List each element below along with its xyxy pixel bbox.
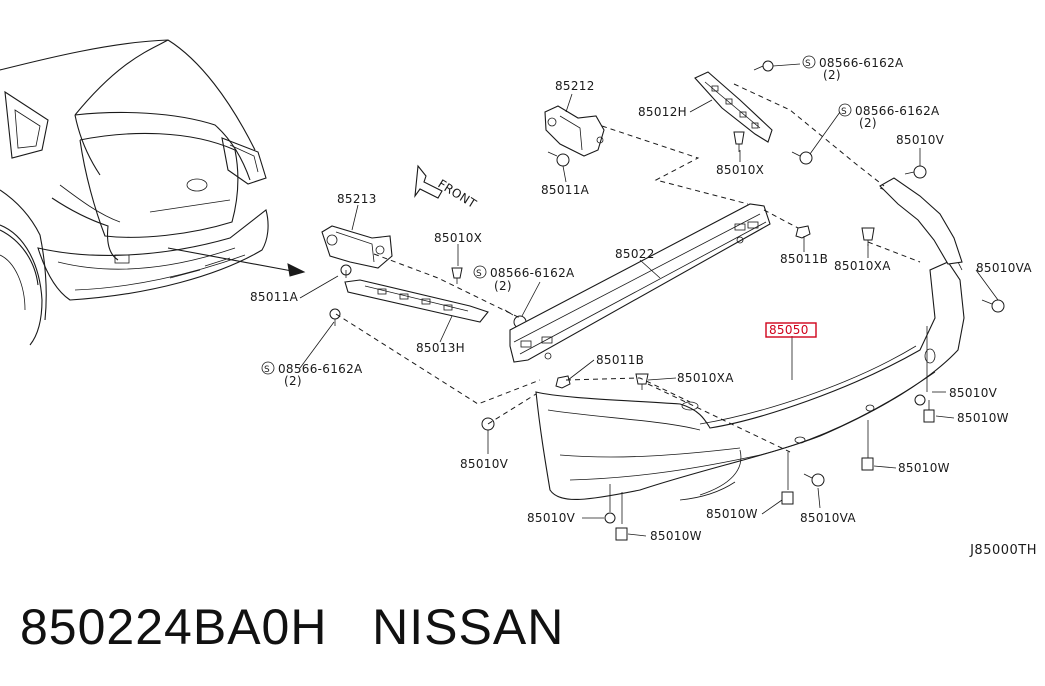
- label-08566-right2: 08566-6162A: [855, 104, 940, 118]
- label-85010xa-mid: 85010XA: [677, 371, 734, 385]
- label-08566-mid: 08566-6162A: [490, 266, 575, 280]
- front-direction-indicator: FRONT: [414, 164, 479, 212]
- label-85010v-bottom: 85010V: [527, 511, 576, 525]
- label-85050: 85050: [769, 323, 809, 337]
- clip-85010w-mid: [781, 452, 794, 505]
- clip-85010x-top: [733, 131, 745, 152]
- label-85010v-topright: 85010V: [896, 133, 945, 147]
- label-85212: 85212: [555, 79, 595, 93]
- bumper-fascia-85050: [535, 177, 965, 501]
- reinforcement-85022: [509, 203, 771, 363]
- retainer-85013h: [344, 279, 489, 323]
- screw-85010va-bottom: [803, 473, 825, 487]
- screw-08566-topright: [753, 60, 774, 72]
- clip-85010w-bottom: [615, 492, 628, 541]
- label-85010w-right: 85010W: [957, 411, 1009, 425]
- svg-text:S: S: [841, 107, 847, 117]
- label-85011a-top: 85011A: [541, 183, 590, 197]
- label-85010w-right2: 85010W: [898, 461, 950, 475]
- svg-text:S: S: [805, 59, 811, 69]
- nut-85011b-right: [795, 225, 811, 239]
- s-symbol: S: [476, 269, 482, 279]
- retainer-85012h: [694, 71, 773, 143]
- bolt-left-lower: [329, 308, 341, 326]
- label-85010xa-right: 85010XA: [834, 259, 891, 273]
- label-85011b-mid: 85011B: [596, 353, 644, 367]
- label-85010w-mid: 85010W: [706, 507, 758, 521]
- label-85010x-top: 85010X: [716, 163, 764, 177]
- clip-85010xa-right: [861, 227, 875, 246]
- svg-text:S: S: [264, 365, 270, 375]
- nut-85011b-mid: [555, 375, 571, 389]
- label-08566-mid-qty: (2): [494, 279, 512, 293]
- label-85010va-right: 85010VA: [976, 261, 1032, 275]
- label-85013h: 85013H: [416, 341, 465, 355]
- label-85022: 85022: [615, 247, 655, 261]
- label-85010x-left: 85010X: [434, 231, 482, 245]
- label-85010v-right: 85010V: [949, 386, 998, 400]
- clip-85010w-right2: [861, 420, 874, 471]
- label-08566-bottom: 08566-6162A: [278, 362, 363, 376]
- highlight-box-85050: [765, 322, 817, 338]
- label-85011b-right: 85011B: [780, 252, 828, 266]
- label-85010va-bottom: 85010VA: [800, 511, 856, 525]
- screw-85010v-topright: [904, 165, 927, 179]
- brand-name: NISSAN: [372, 599, 565, 655]
- leader-lines: [299, 63, 999, 537]
- front-label: FRONT: [435, 177, 479, 212]
- label-85213: 85213: [337, 192, 377, 206]
- part-number: 850224BA0H: [20, 599, 328, 655]
- label-08566-topright-qty: (2): [823, 68, 841, 82]
- screw-85010v-right: [914, 326, 928, 406]
- clip-85010w-right: [923, 400, 935, 423]
- vehicle-rear-view: [0, 39, 306, 346]
- label-85010v-leftbottom: 85010V: [460, 457, 509, 471]
- label-85011a-left: 85011A: [250, 290, 299, 304]
- bracket-85213: [321, 225, 393, 278]
- label-85012h: 85012H: [638, 105, 687, 119]
- callout-labels: 85213 85011A 85010X S 08566-6162A (2) 85…: [250, 55, 1032, 543]
- label-85010w-bottom: 85010W: [650, 529, 702, 543]
- clip-85010x-left: [451, 267, 463, 284]
- label-08566-bottom-qty: (2): [284, 374, 302, 388]
- label-08566-right2-qty: (2): [859, 116, 877, 130]
- screw-08566-right2: [791, 151, 813, 165]
- part-caption: 850224BA0H NISSAN: [20, 598, 564, 656]
- screw-85010v-bottom: [604, 484, 616, 524]
- clip-85010xa-mid: [635, 373, 649, 390]
- diagram-code: J85000TH: [970, 543, 1037, 558]
- screw-85010va-right: [981, 299, 1005, 313]
- assembly-dashed-lines: [335, 83, 921, 453]
- label-08566-topright: 08566-6162A: [819, 56, 904, 70]
- bracket-85212: [544, 105, 605, 167]
